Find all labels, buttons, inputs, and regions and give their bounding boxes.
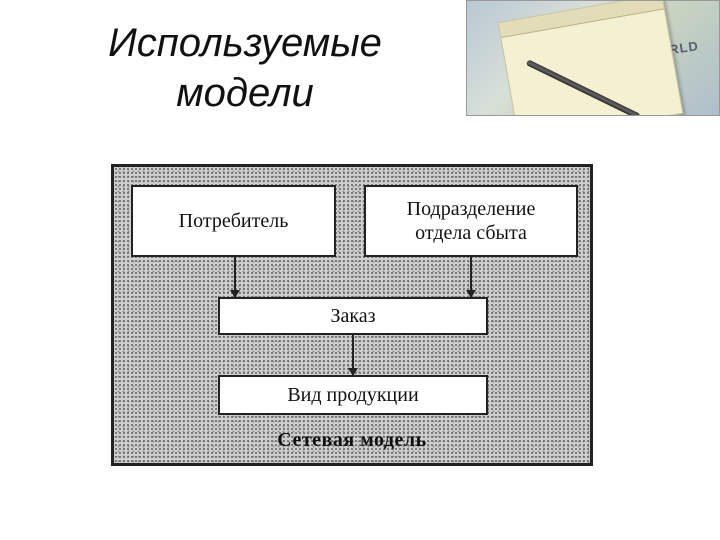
slide-title-line-2: модели <box>176 71 314 115</box>
notepad-image <box>497 1 684 115</box>
order-node: Заказ <box>218 297 488 335</box>
arrow-division-to-order <box>466 257 476 298</box>
slide-title: Используемые модели <box>75 18 415 118</box>
sales-division-label-line-1: Подразделение <box>406 198 536 220</box>
sales-division-node: Подразделение отдела сбыта <box>364 185 578 257</box>
consumer-label: Потребитель <box>178 210 289 232</box>
arrow-consumer-to-order <box>230 257 240 298</box>
decorative-photo: ORLD <box>466 0 720 116</box>
network-model-diagram: Потребитель Подразделение отдела сбыта З… <box>111 164 593 466</box>
consumer-node: Потребитель <box>131 185 336 257</box>
order-label: Заказ <box>330 305 376 327</box>
product-type-label: Вид продукции <box>287 384 419 406</box>
sales-division-label-line-2: отдела сбыта <box>415 222 527 244</box>
arrow-order-to-product <box>348 335 358 376</box>
diagram-caption: Сетевая модель <box>277 429 427 451</box>
slide-title-line-1: Используемые <box>108 21 382 65</box>
product-type-node: Вид продукции <box>218 375 488 415</box>
